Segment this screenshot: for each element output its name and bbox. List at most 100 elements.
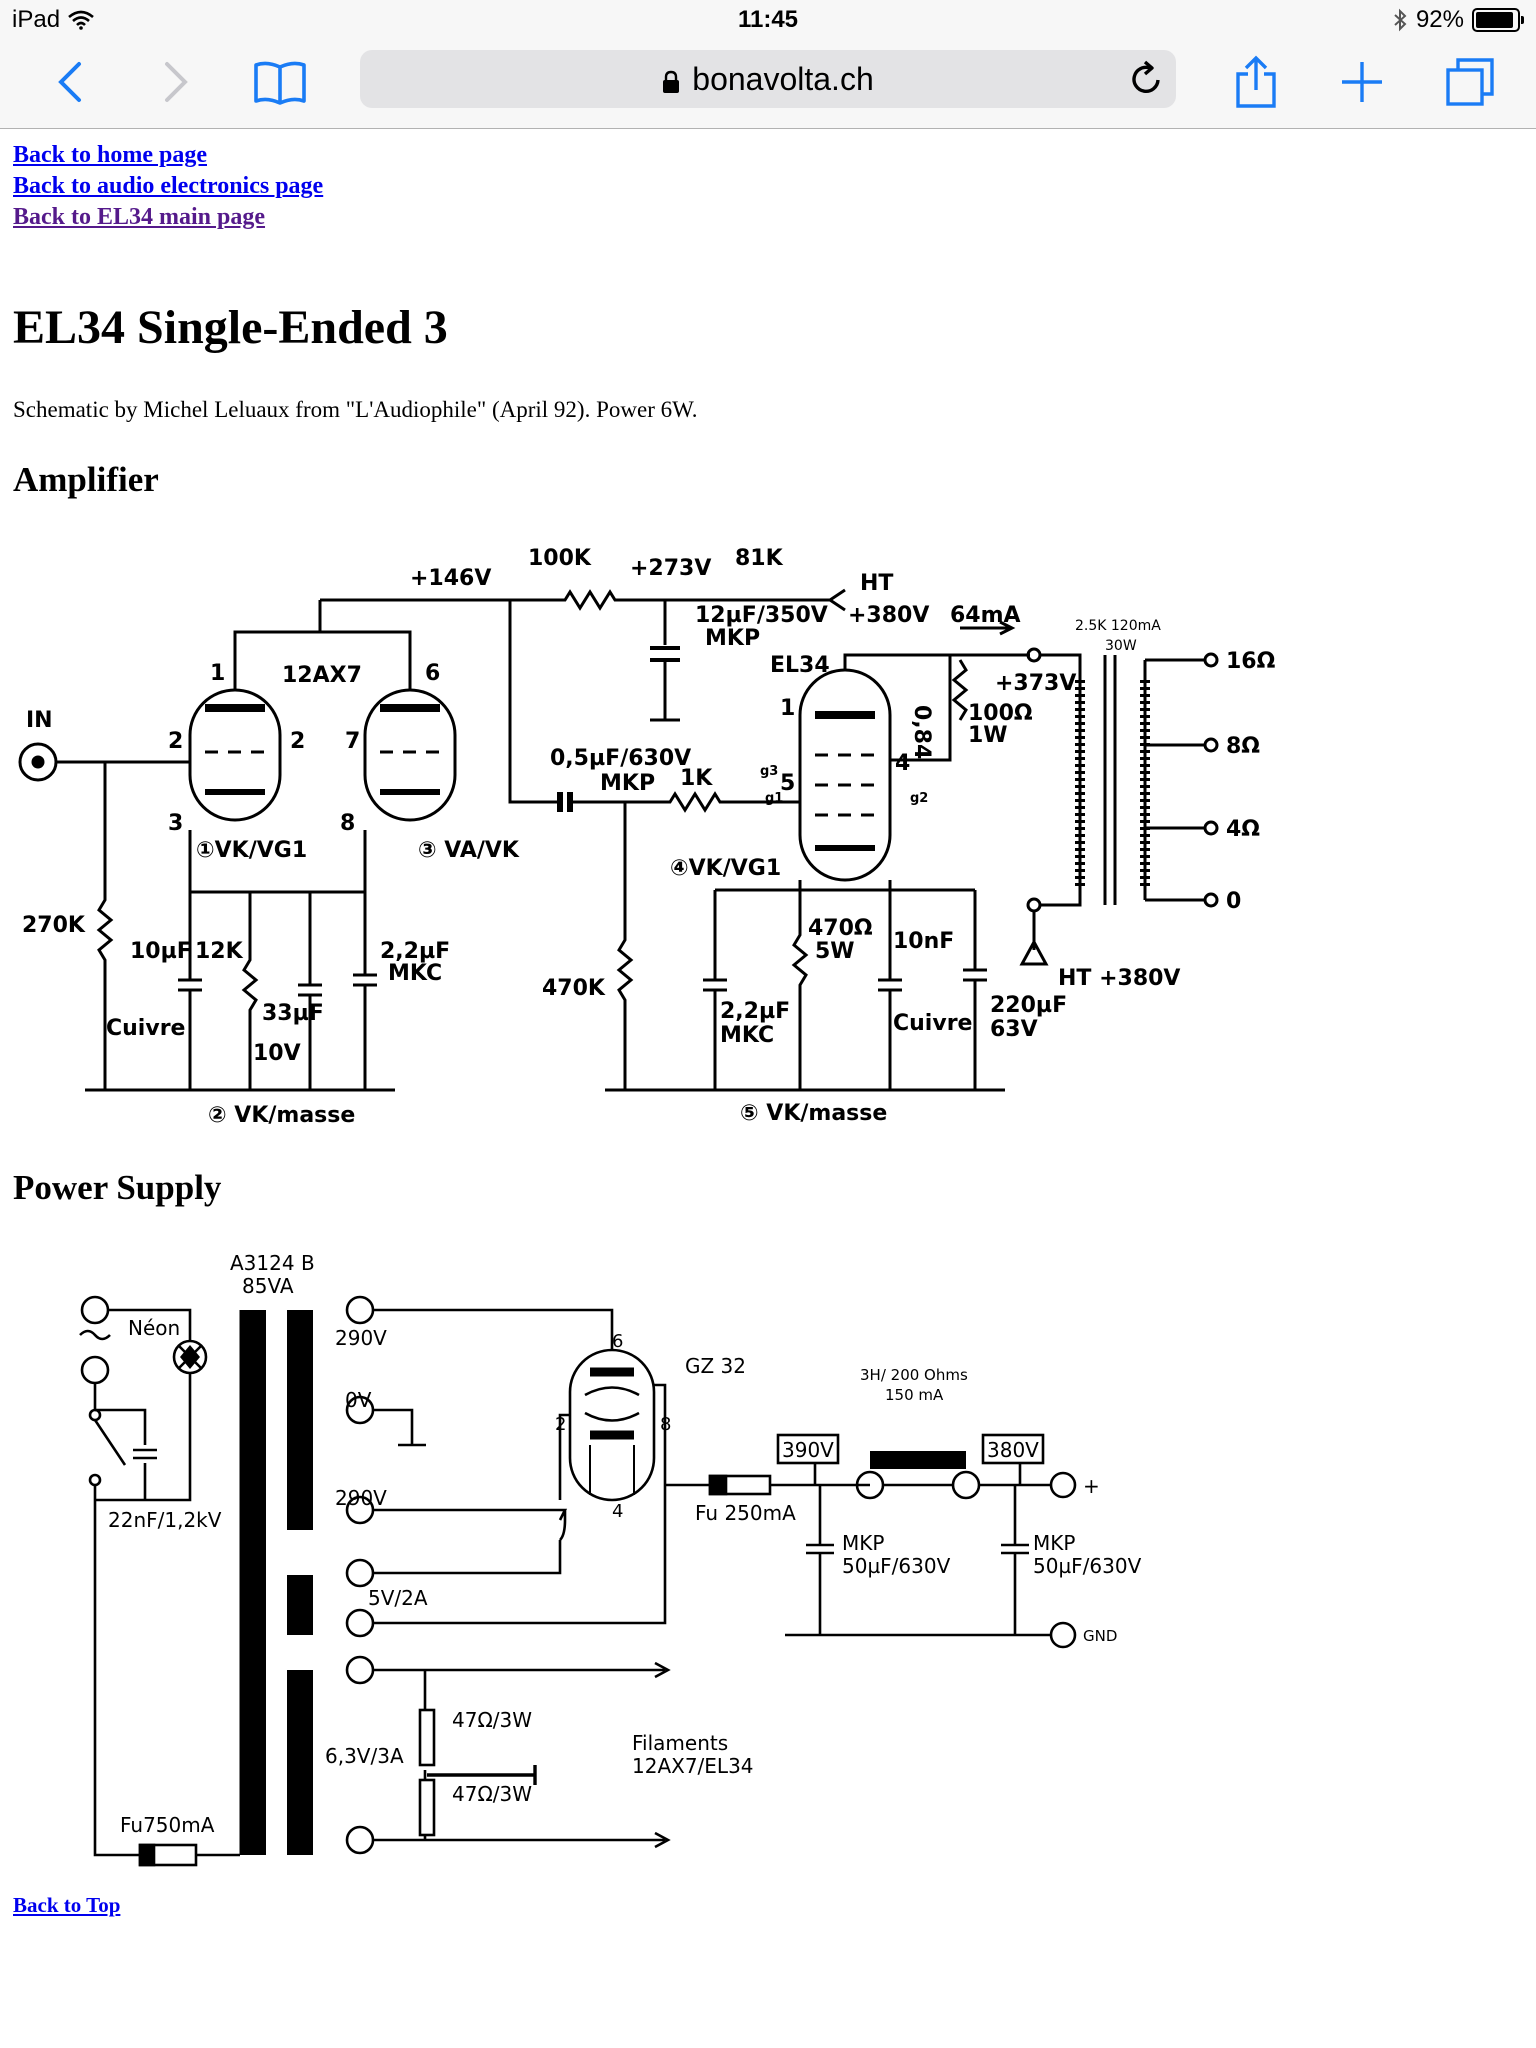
label-mkp-1: MKP bbox=[842, 1531, 884, 1555]
page-description: Schematic by Michel Leluaux from "L'Audi… bbox=[13, 397, 698, 422]
label-vkvg1: ①VK/VG1 bbox=[196, 838, 307, 863]
pin-label: g1 bbox=[765, 791, 783, 806]
label-gz32: GZ 32 bbox=[685, 1354, 746, 1378]
label-4ohm: 4Ω bbox=[1226, 817, 1260, 842]
battery-level bbox=[1476, 12, 1513, 28]
link-el34-main[interactable]: Back to EL34 main page bbox=[13, 204, 266, 230]
url-text: bonavolta.ch bbox=[692, 61, 874, 97]
tabs-icon bbox=[1446, 58, 1494, 106]
pin-label: 4 bbox=[895, 751, 910, 776]
share-button[interactable] bbox=[1226, 54, 1286, 110]
label-390v: 390V bbox=[782, 1438, 834, 1462]
label-22nf: 22nF/1,2kV bbox=[108, 1508, 222, 1532]
label-transformer-power: 30W bbox=[1105, 638, 1137, 654]
label-plus: + bbox=[1083, 1474, 1100, 1498]
lock-icon bbox=[663, 70, 680, 93]
device-name: iPad bbox=[12, 6, 61, 33]
bookmarks-button[interactable] bbox=[250, 54, 310, 110]
label-filaments: Filaments bbox=[632, 1731, 728, 1755]
label-0: 0 bbox=[1226, 889, 1241, 914]
label-81k: 81K bbox=[735, 546, 784, 571]
label-50uf-2: 50µF/630V bbox=[1033, 1554, 1142, 1578]
forward-icon bbox=[165, 62, 188, 102]
label-290v-a: 290V bbox=[335, 1326, 387, 1350]
label-63v: 63V bbox=[990, 1017, 1038, 1042]
label-290v-b: 290V bbox=[335, 1486, 387, 1510]
label-12uf: 12µF/350V bbox=[695, 603, 828, 628]
label-gnd: GND bbox=[1083, 1627, 1117, 1645]
amplifier-schematic: +146V 100K +273V 81K HT +380V 64mA 12µF/… bbox=[0, 530, 1300, 1140]
pin-label: 6 bbox=[612, 1331, 623, 1352]
label-mkc2: MKC bbox=[720, 1023, 774, 1048]
label-50uf-1: 50µF/630V bbox=[842, 1554, 951, 1578]
pin-label: 4 bbox=[612, 1501, 623, 1522]
label-5w: 5W bbox=[815, 939, 855, 964]
transformer-primary bbox=[240, 1310, 266, 1855]
label-47ohm-a: 47Ω/3W bbox=[452, 1708, 532, 1732]
label-vkvg1-el34: ④VK/VG1 bbox=[670, 856, 781, 881]
label-64ma: 64mA bbox=[950, 603, 1021, 628]
label-100k: 100K bbox=[528, 546, 592, 571]
label-neon: Néon bbox=[128, 1316, 180, 1340]
reload-icon[interactable] bbox=[1130, 60, 1164, 98]
label-470ohm: 470Ω bbox=[808, 916, 873, 941]
pin-label: g3 bbox=[760, 764, 778, 779]
label-33uf: 33µF bbox=[262, 1001, 324, 1026]
power-supply-schematic: A3124 B 85VA Néon 290V 0V 290V 5V/2A 6,3… bbox=[0, 1235, 1200, 1875]
label-fu750: Fu750mA bbox=[120, 1813, 215, 1837]
label-146v: +146V bbox=[410, 566, 491, 591]
status-bar: iPad 11:45 92% bbox=[0, 0, 1536, 42]
label-63v3a: 6,3V/3A bbox=[325, 1744, 404, 1768]
status-left: iPad bbox=[12, 6, 94, 34]
label-1k: 1K bbox=[680, 766, 713, 791]
label-273v: +273V bbox=[630, 556, 711, 581]
label-vk-masse-1: ② VK/masse bbox=[208, 1103, 355, 1128]
tabs-button[interactable] bbox=[1440, 54, 1500, 110]
label-transformer-spec: 2.5K 120mA bbox=[1075, 618, 1161, 634]
wifi-icon bbox=[68, 10, 94, 30]
pin-label: 8 bbox=[340, 811, 355, 836]
pin-label: 5 bbox=[780, 771, 795, 796]
browser-toolbar: bonavolta.ch bbox=[0, 42, 1536, 129]
label-a3124b: A3124 B bbox=[230, 1251, 315, 1275]
label-cuivre2: Cuivre bbox=[893, 1011, 972, 1036]
label-85va: 85VA bbox=[242, 1274, 294, 1298]
pin-label: 7 bbox=[345, 729, 360, 754]
label-ht: HT bbox=[860, 571, 893, 596]
pin-label: 1 bbox=[210, 661, 225, 686]
address-bar[interactable]: bonavolta.ch bbox=[360, 50, 1176, 108]
label-el34: EL34 bbox=[770, 653, 830, 678]
new-tab-button[interactable] bbox=[1332, 54, 1392, 110]
label-cuivre: Cuivre bbox=[106, 1016, 185, 1041]
status-time: 11:45 bbox=[737, 6, 799, 33]
label-270k: 270K bbox=[22, 913, 86, 938]
pin-label: 1 bbox=[780, 696, 795, 721]
link-audio-electronics[interactable]: Back to audio electronics page bbox=[13, 173, 324, 199]
label-373v: +373V bbox=[995, 671, 1076, 696]
bookmarks-icon bbox=[254, 61, 306, 105]
back-button[interactable] bbox=[40, 54, 100, 110]
label-10v: 10V bbox=[253, 1041, 301, 1066]
transformer-hv-winding bbox=[287, 1310, 313, 1530]
forward-button[interactable] bbox=[146, 54, 206, 110]
section-amplifier-heading: Amplifier bbox=[13, 460, 159, 499]
label-10uf: 10µF bbox=[130, 939, 192, 964]
link-home[interactable]: Back to home page bbox=[13, 142, 207, 168]
label-inductor-spec: 3H/ 200 Ohms bbox=[860, 1366, 968, 1384]
label-mkc: MKC bbox=[388, 961, 442, 986]
pin-label: 2 bbox=[555, 1414, 566, 1435]
label-0v: 0V bbox=[345, 1388, 372, 1412]
label-47ohm-b: 47Ω/3W bbox=[452, 1782, 532, 1806]
back-to-top-link[interactable]: Back to Top bbox=[13, 1893, 121, 1917]
label-380v: 380V bbox=[987, 1438, 1039, 1462]
label-220uf: 220µF bbox=[990, 993, 1067, 1018]
label-10nf: 10nF bbox=[893, 929, 954, 954]
pin-label: 2 bbox=[290, 729, 305, 754]
label-in: IN bbox=[26, 708, 53, 733]
label-inductor-current: 150 mA bbox=[885, 1386, 944, 1404]
label-100ohm: 100Ω bbox=[968, 701, 1033, 726]
label-12ax7: 12AX7 bbox=[282, 663, 362, 688]
pin-label: 2 bbox=[168, 729, 183, 754]
battery-icon bbox=[1472, 8, 1524, 32]
battery-percent: 92% bbox=[1415, 6, 1464, 33]
